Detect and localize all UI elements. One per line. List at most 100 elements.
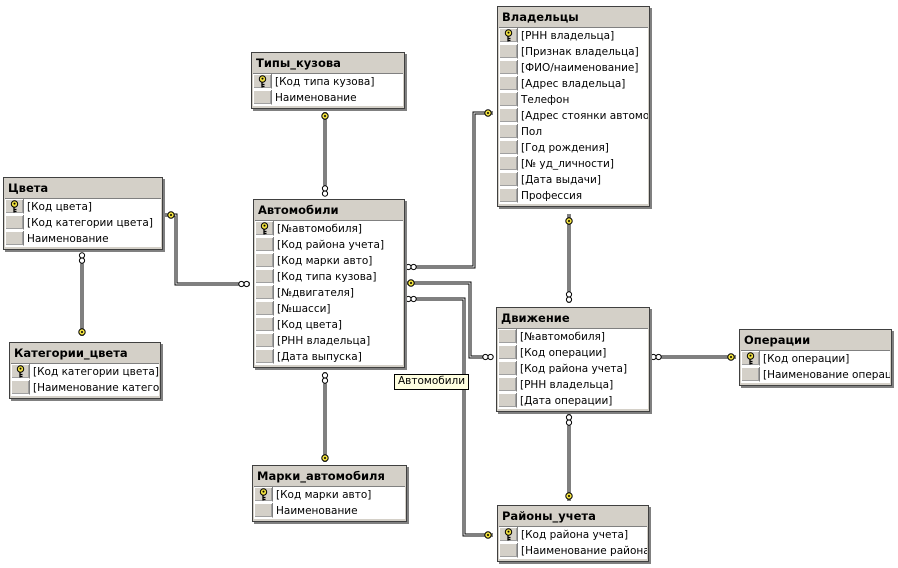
row-selector[interactable] [11, 364, 30, 379]
table-vladelcy[interactable]: Владельцы [РНН владельца][Признак владел… [497, 6, 650, 207]
row-selector[interactable] [498, 345, 517, 360]
row-selector[interactable] [254, 487, 273, 502]
table-title[interactable]: Автомобили [258, 203, 339, 217]
field-row[interactable]: [Код марки авто] [255, 253, 403, 269]
field-row[interactable]: [Дата выпуска] [255, 349, 403, 365]
field-row[interactable]: [Дата выдачи] [499, 172, 648, 188]
field-row[interactable]: [№ уд_личности] [499, 156, 648, 172]
table-title[interactable]: Категории_цвета [14, 346, 128, 360]
field-row[interactable]: [Код района учета] [499, 527, 647, 543]
row-selector[interactable] [499, 44, 518, 59]
row-selector[interactable] [253, 74, 272, 89]
row-selector[interactable] [499, 92, 518, 107]
row-selector[interactable] [255, 301, 274, 316]
field-row[interactable]: Пол [499, 124, 648, 140]
field-row[interactable]: [РНН владельца] [498, 377, 648, 393]
table-cveta[interactable]: Цвета [Код цвета][Код категории цвета]На… [3, 177, 163, 250]
row-selector[interactable] [741, 351, 760, 366]
field-name: [№автомобиля] [520, 331, 605, 343]
link-vladelcy-avtomobili[interactable] [404, 111, 493, 269]
field-row[interactable]: [Адрес владельца] [499, 76, 648, 92]
row-selector[interactable] [499, 76, 518, 91]
field-row[interactable]: Наименование [253, 90, 403, 106]
field-row[interactable]: Наименование [254, 503, 405, 519]
row-selector[interactable] [498, 393, 517, 408]
field-row[interactable]: [№двигателя] [255, 285, 403, 301]
field-row[interactable]: [Код цвета] [5, 199, 161, 215]
row-selector[interactable] [498, 361, 517, 376]
row-selector[interactable] [255, 317, 274, 332]
row-selector[interactable] [255, 221, 274, 236]
field-row[interactable]: [№автомобиля] [255, 221, 403, 237]
field-row[interactable]: [ФИО/наименование] [499, 60, 648, 76]
row-selector[interactable] [253, 90, 272, 105]
field-row[interactable]: Телефон [499, 92, 648, 108]
field-row[interactable]: [Код категории цвета] [5, 215, 161, 231]
row-selector[interactable] [255, 269, 274, 284]
field-row[interactable]: [РНН владельца] [499, 28, 648, 44]
field-row[interactable]: [Код операции] [741, 351, 890, 367]
field-row[interactable]: [Код категории цвета] [11, 364, 159, 380]
row-selector[interactable] [499, 172, 518, 187]
field-row[interactable]: [РНН владельца] [255, 333, 403, 349]
row-selector[interactable] [499, 28, 518, 43]
table-title[interactable]: Марки_автомобиля [257, 469, 385, 483]
field-row[interactable]: [Дата операции] [498, 393, 648, 409]
row-selector[interactable] [499, 527, 518, 542]
field-row[interactable]: [Год рождения] [499, 140, 648, 156]
row-selector[interactable] [499, 124, 518, 139]
row-selector[interactable] [5, 199, 24, 214]
row-selector[interactable] [11, 380, 30, 395]
field-row[interactable]: [Код марки авто] [254, 487, 405, 503]
row-selector[interactable] [499, 156, 518, 171]
row-selector[interactable] [255, 333, 274, 348]
row-selector[interactable] [5, 215, 24, 230]
link-cveta-avtomobili[interactable] [162, 213, 250, 286]
field-row[interactable]: [Код типа кузова] [255, 269, 403, 285]
row-selector[interactable] [499, 188, 518, 203]
table-avtomobili[interactable]: Автомобили [№автомобиля][Код района учет… [253, 199, 405, 368]
table-title[interactable]: Цвета [8, 181, 49, 195]
table-title[interactable]: Движение [501, 311, 570, 325]
field-row[interactable]: [Код района учета] [255, 237, 403, 253]
field-row[interactable]: Наименование [5, 231, 161, 247]
table-title[interactable]: Операции [744, 333, 811, 347]
table-rayony-ucheta[interactable]: Районы_учета [Код района учета][Наименов… [497, 505, 649, 562]
row-selector[interactable] [741, 367, 760, 382]
row-selector[interactable] [498, 329, 517, 344]
field-name: [Адрес стоянки автомобиля] [521, 110, 648, 122]
table-operacii[interactable]: Операции [Код операции][Наименование опе… [739, 329, 892, 386]
field-row[interactable]: [Наименование района учета] [499, 543, 647, 559]
field-row[interactable]: [Наименование операции] [741, 367, 890, 383]
field-row[interactable]: [Код типа кузова] [253, 74, 403, 90]
row-selector[interactable] [498, 377, 517, 392]
row-selector[interactable] [255, 349, 274, 364]
table-kategorii-cveta[interactable]: Категории_цвета [Код категории цвета][На… [9, 342, 161, 399]
row-selector[interactable] [255, 285, 274, 300]
row-selector[interactable] [5, 231, 24, 246]
field-row[interactable]: [№автомобиля] [498, 329, 648, 345]
field-row[interactable]: [Признак владельца] [499, 44, 648, 60]
field-row[interactable]: [Код операции] [498, 345, 648, 361]
table-marki-avtomobilya[interactable]: Марки_автомобиля [Код марки авто]Наимено… [252, 465, 407, 522]
table-tipy-kuzova[interactable]: Типы_кузова [Код типа кузова]Наименовани… [251, 52, 405, 109]
table-dvizhenie[interactable]: Движение [№автомобиля] [Код операции][Код… [496, 307, 650, 412]
link-avtomobili-rayony[interactable] [404, 297, 493, 537]
table-title[interactable]: Районы_учета [502, 509, 596, 523]
row-selector[interactable] [499, 140, 518, 155]
table-title[interactable]: Владельцы [502, 10, 579, 24]
field-row[interactable]: [Адрес стоянки автомобиля] [499, 108, 648, 124]
field-row[interactable]: [Код цвета] [255, 317, 403, 333]
link-avtomobili-dvizhenie[interactable] [404, 281, 493, 359]
row-selector[interactable] [499, 543, 518, 558]
row-selector[interactable] [255, 253, 274, 268]
field-row[interactable]: [№шасси] [255, 301, 403, 317]
row-selector[interactable] [499, 108, 518, 123]
field-row[interactable]: Профессия [499, 188, 648, 204]
table-title[interactable]: Типы_кузова [256, 56, 341, 70]
row-selector[interactable] [254, 503, 273, 518]
field-row[interactable]: [Наименование категории цвета] [11, 380, 159, 396]
field-row[interactable]: [Код района учета] [498, 361, 648, 377]
row-selector[interactable] [255, 237, 274, 252]
row-selector[interactable] [499, 60, 518, 75]
